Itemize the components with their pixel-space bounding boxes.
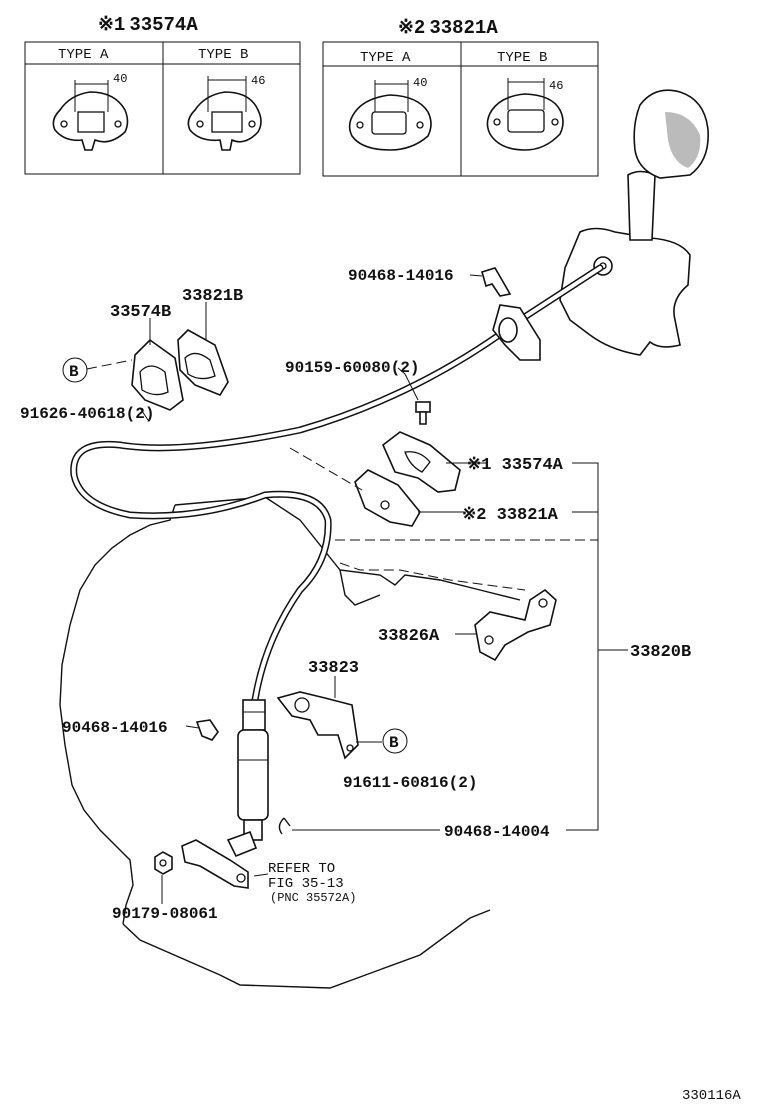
shift-control-cable-33820B [70, 264, 604, 858]
type-b-label: TYPE B [198, 47, 248, 63]
illustration-code: 330116A [682, 1088, 741, 1104]
shift-lever-assembly [559, 89, 709, 356]
retainer-33574A [382, 431, 461, 493]
type-b-label: TYPE B [497, 50, 547, 66]
clip-90468-14016-mid [195, 719, 219, 741]
reference-line-2: FIG 35-13 [268, 876, 344, 892]
bracket-33826A [474, 588, 557, 662]
dim-a-label: 40 [413, 76, 427, 90]
dim-a-label: 40 [113, 72, 127, 86]
reference-circle-b-left [62, 357, 88, 383]
gasket-33821B [177, 329, 229, 396]
label-33826A: 33826A [378, 627, 440, 646]
lever-ref-fig-35-13 [181, 839, 249, 889]
reference-line-1: REFER TO [268, 861, 335, 877]
retainer-33574B [131, 338, 184, 411]
leader-lines [86, 274, 628, 904]
reference-note: REFER TO FIG 35-13 (PNC 35572A) [268, 861, 356, 905]
reference-circle-b-right [382, 728, 408, 754]
gasket-type-a-drawing: 40 [52, 72, 129, 151]
clip-90468-14004 [278, 817, 291, 835]
case-bottom-outline [122, 909, 491, 989]
gasket-33821A [354, 469, 421, 527]
label-33574A: ※1 33574A [467, 456, 564, 475]
transmission-case-outline [59, 496, 521, 925]
type-a-label: TYPE A [58, 47, 109, 63]
label-90179-08061: 90179-08061 [112, 905, 218, 923]
dim-b-label: 46 [251, 74, 265, 88]
label-circle-b-right: B [389, 734, 399, 752]
label-90468-14016-top: 90468-14016 [348, 267, 454, 285]
reference-line-3: (PNC 35572A) [270, 891, 356, 905]
gasket-type-a-drawing: 40 [348, 76, 432, 151]
label-91626-40618: 91626-40618(2) [20, 405, 154, 423]
label-circle-b-left: B [69, 363, 79, 381]
label-33574B: 33574B [110, 303, 171, 322]
label-90468-14004: 90468-14004 [444, 823, 550, 841]
nut-90179-08061 [154, 851, 173, 875]
bracket-33823 [276, 691, 359, 760]
label-33821B: 33821B [182, 287, 243, 306]
label-33821A: ※2 33821A [462, 506, 559, 525]
callout-labels: 90468-14016 33821B 33574B B 90159-60080(… [20, 267, 691, 923]
label-33823: 33823 [308, 659, 359, 678]
gasket-type-b-drawing: 46 [187, 74, 265, 151]
dim-b-label: 46 [549, 79, 563, 93]
clip-90468-14016-top [481, 267, 512, 297]
label-90468-14016-mid: 90468-14016 [62, 719, 168, 737]
gasket-type-b-drawing: 46 [486, 78, 564, 151]
bolt-90159-60080 [415, 401, 431, 425]
label-90159-60080: 90159-60080(2) [285, 359, 419, 377]
type-a-label: TYPE A [360, 50, 411, 66]
label-33820B: 33820B [630, 643, 691, 662]
label-91611-60816: 91611-60816(2) [343, 774, 477, 792]
